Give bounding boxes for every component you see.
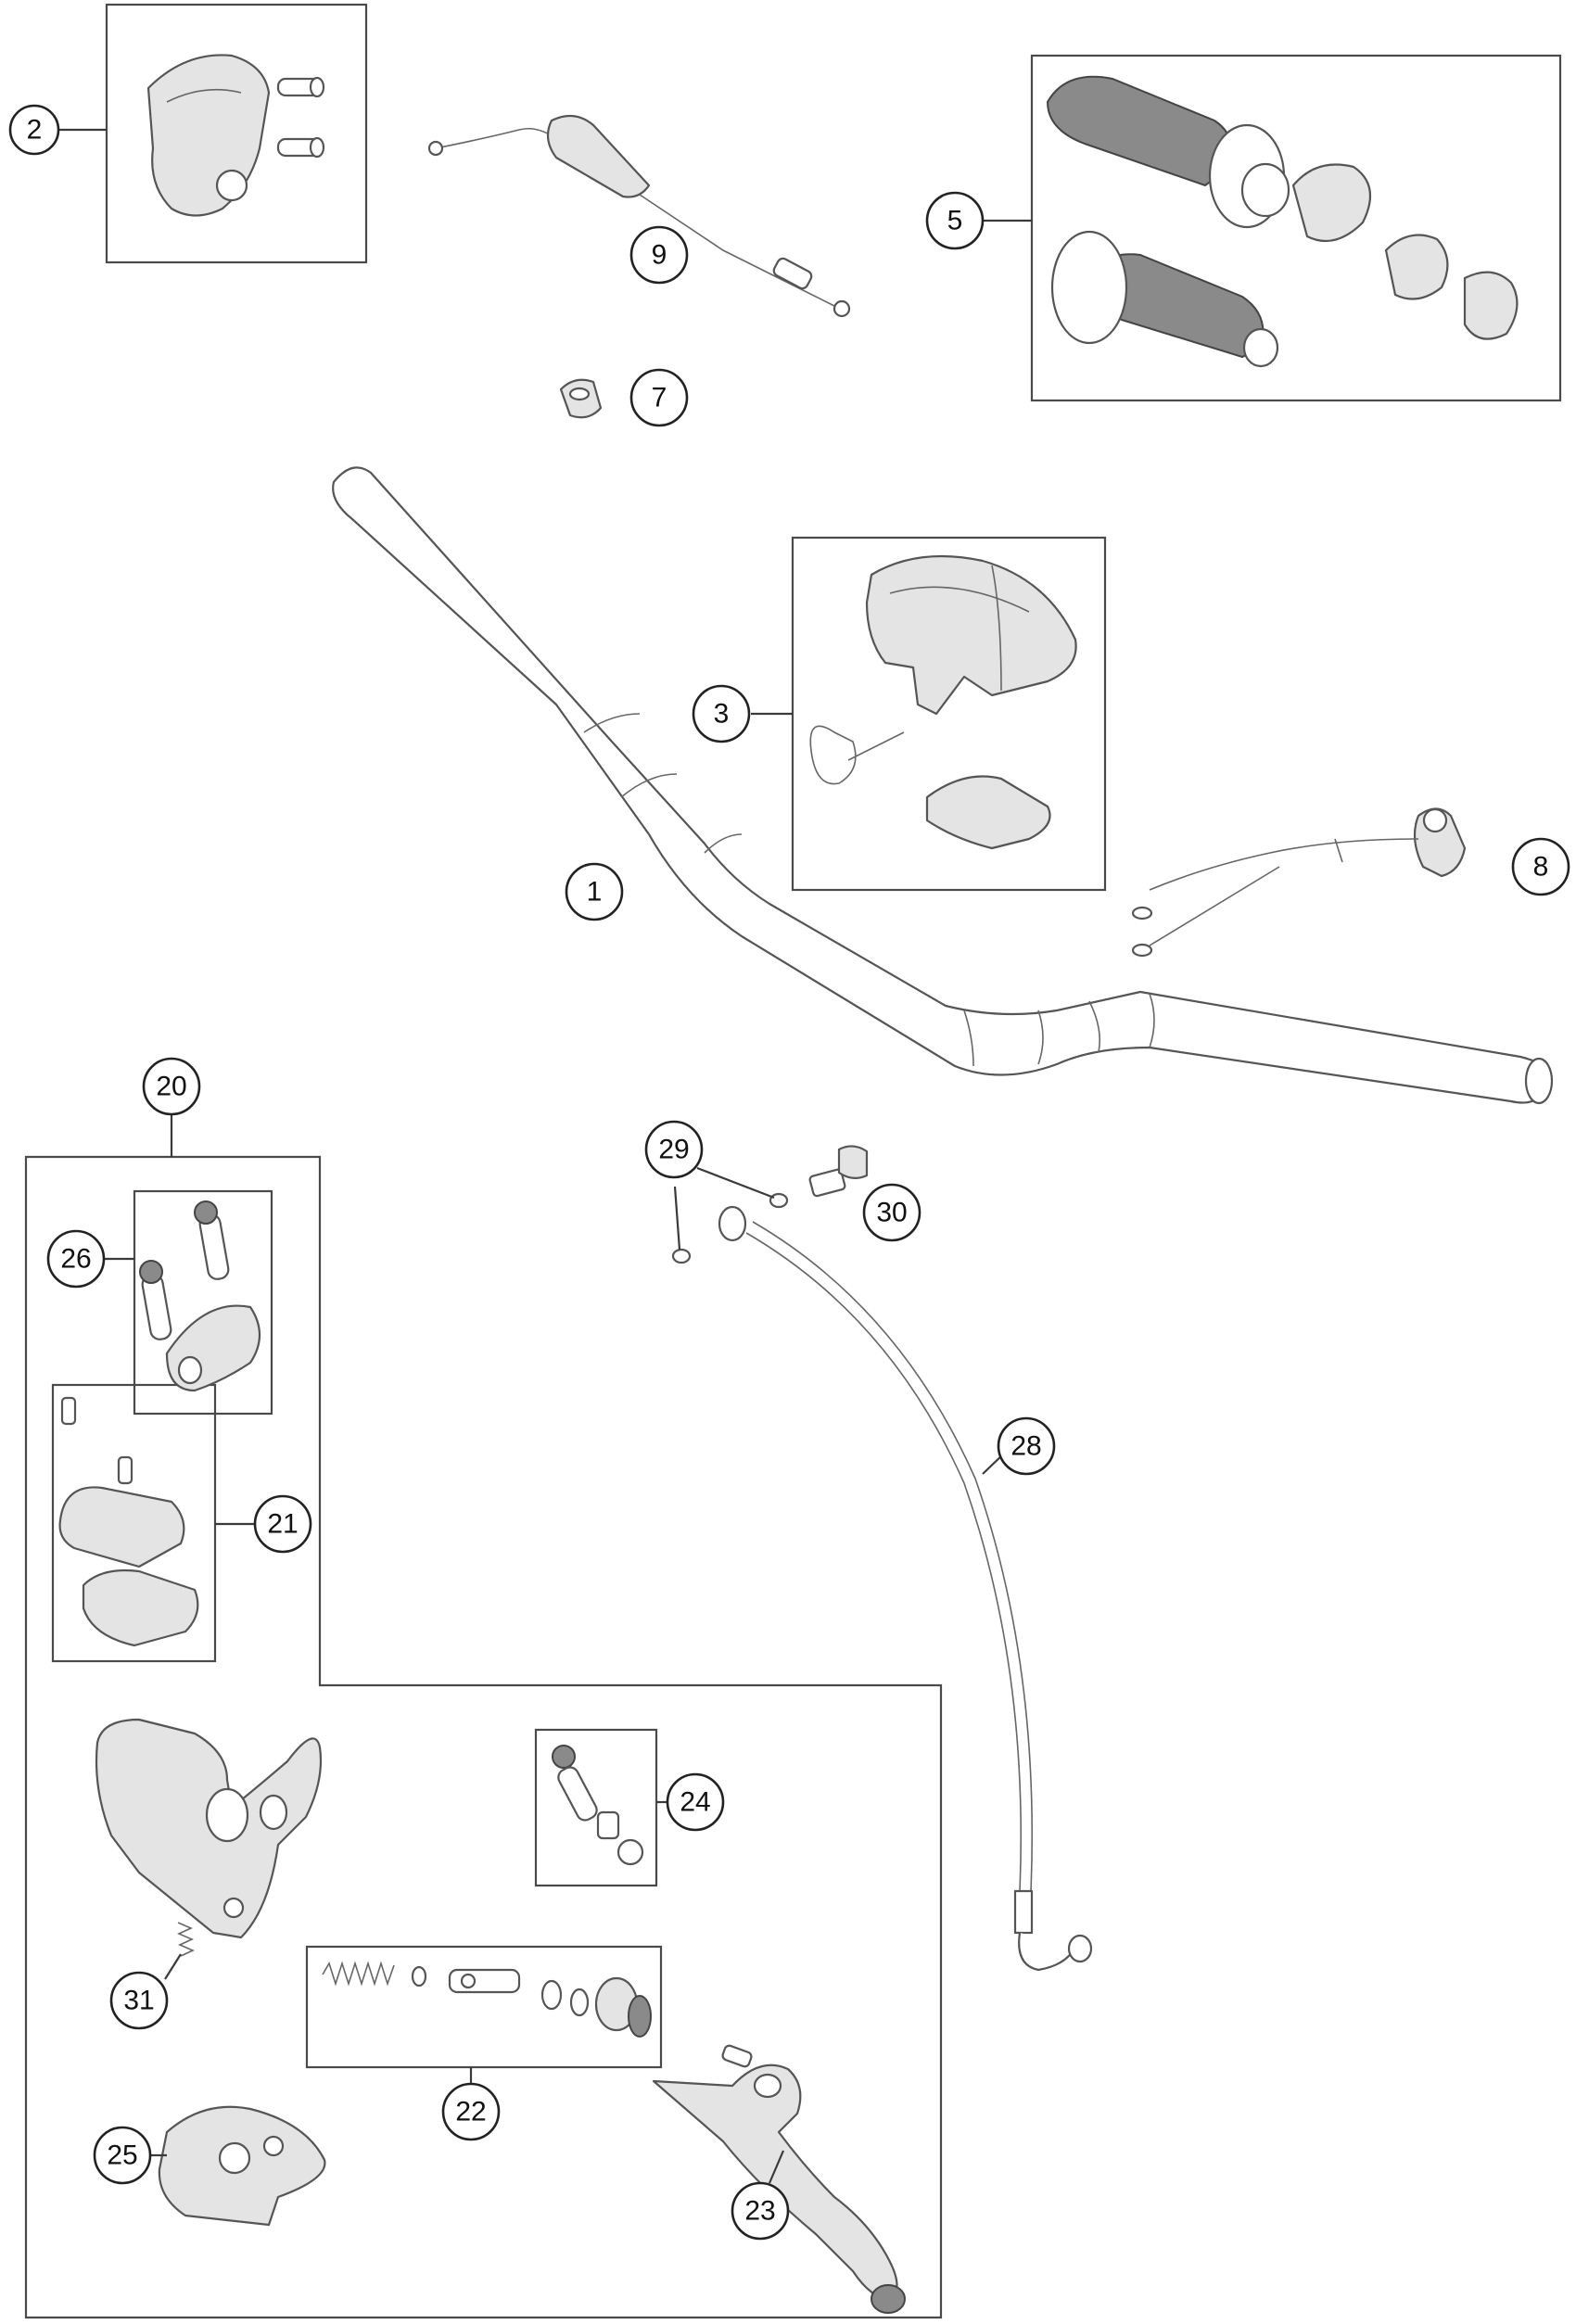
callout-28: 28 bbox=[997, 1416, 1056, 1476]
callout-1: 1 bbox=[565, 862, 624, 921]
group-box-26 bbox=[133, 1189, 273, 1416]
grip-set-part bbox=[1046, 75, 1519, 368]
group-box-2 bbox=[105, 3, 368, 264]
lever-cover-part-25 bbox=[158, 2105, 326, 2227]
callout-8: 8 bbox=[1511, 837, 1570, 896]
switch-part-2 bbox=[146, 54, 325, 217]
callout-29-label: 29 bbox=[658, 1135, 689, 1165]
spring-part-31 bbox=[177, 1922, 195, 1957]
callout-20: 20 bbox=[142, 1057, 201, 1116]
throttle-cable-part bbox=[427, 114, 851, 318]
callout-26-label: 26 bbox=[60, 1244, 91, 1275]
callout-20-label: 20 bbox=[156, 1072, 186, 1102]
leader-31 bbox=[164, 1953, 182, 1980]
callout-3: 3 bbox=[692, 684, 751, 743]
group-box-24 bbox=[534, 1728, 658, 1887]
callout-3-label: 3 bbox=[714, 699, 730, 730]
kill-switch-part bbox=[1131, 807, 1467, 958]
reservoir-cover-part-21 bbox=[58, 1396, 199, 1647]
callout-30: 30 bbox=[862, 1183, 921, 1242]
leader-29 bbox=[673, 1166, 775, 1251]
callout-31: 31 bbox=[109, 1971, 169, 2030]
group-box-5 bbox=[1030, 54, 1562, 402]
callout-2: 2 bbox=[8, 104, 60, 156]
callout-31-label: 31 bbox=[123, 1986, 154, 2016]
callout-5-label: 5 bbox=[947, 206, 963, 236]
callout-21-label: 21 bbox=[267, 1509, 298, 1540]
callout-30-label: 30 bbox=[876, 1198, 907, 1228]
master-cylinder-part bbox=[95, 1718, 323, 1939]
callout-26: 26 bbox=[46, 1229, 106, 1289]
callout-7: 7 bbox=[629, 368, 689, 427]
callout-23-label: 23 bbox=[744, 2196, 775, 2227]
callout-5: 5 bbox=[925, 191, 985, 250]
callout-24-label: 24 bbox=[680, 1787, 710, 1818]
callout-8-label: 8 bbox=[1533, 852, 1549, 883]
callout-21: 21 bbox=[253, 1494, 312, 1554]
cover-part-3 bbox=[809, 554, 1077, 850]
callout-25-label: 25 bbox=[107, 2140, 137, 2171]
lever-part-23 bbox=[652, 2044, 906, 2314]
piston-kit-part-22 bbox=[322, 1961, 652, 2038]
group-box-20 bbox=[24, 1155, 943, 2319]
callout-29: 29 bbox=[644, 1120, 704, 1179]
leader-23 bbox=[768, 2150, 785, 2184]
handlebar-part bbox=[332, 466, 1554, 1105]
washer-part-29 bbox=[671, 1192, 789, 1264]
callout-9-label: 9 bbox=[652, 240, 667, 271]
callout-25: 25 bbox=[93, 2126, 152, 2185]
callout-28-label: 28 bbox=[1010, 1431, 1041, 1462]
clamp-part-7 bbox=[559, 378, 603, 419]
callout-22-label: 22 bbox=[455, 2097, 486, 2127]
clamp-set-part-26 bbox=[139, 1200, 261, 1392]
callout-2-label: 2 bbox=[27, 115, 43, 146]
callout-23: 23 bbox=[731, 2181, 790, 2241]
callout-7-label: 7 bbox=[652, 383, 667, 413]
callout-22: 22 bbox=[441, 2082, 501, 2141]
group-box-22 bbox=[305, 1945, 663, 2069]
callout-24: 24 bbox=[666, 1772, 725, 1832]
callout-9: 9 bbox=[629, 225, 689, 285]
brake-hose-part bbox=[718, 1205, 1093, 1972]
banjo-bolt-part-30 bbox=[808, 1145, 869, 1198]
bolt-set-part-24 bbox=[552, 1745, 644, 1866]
callout-1-label: 1 bbox=[587, 877, 603, 908]
